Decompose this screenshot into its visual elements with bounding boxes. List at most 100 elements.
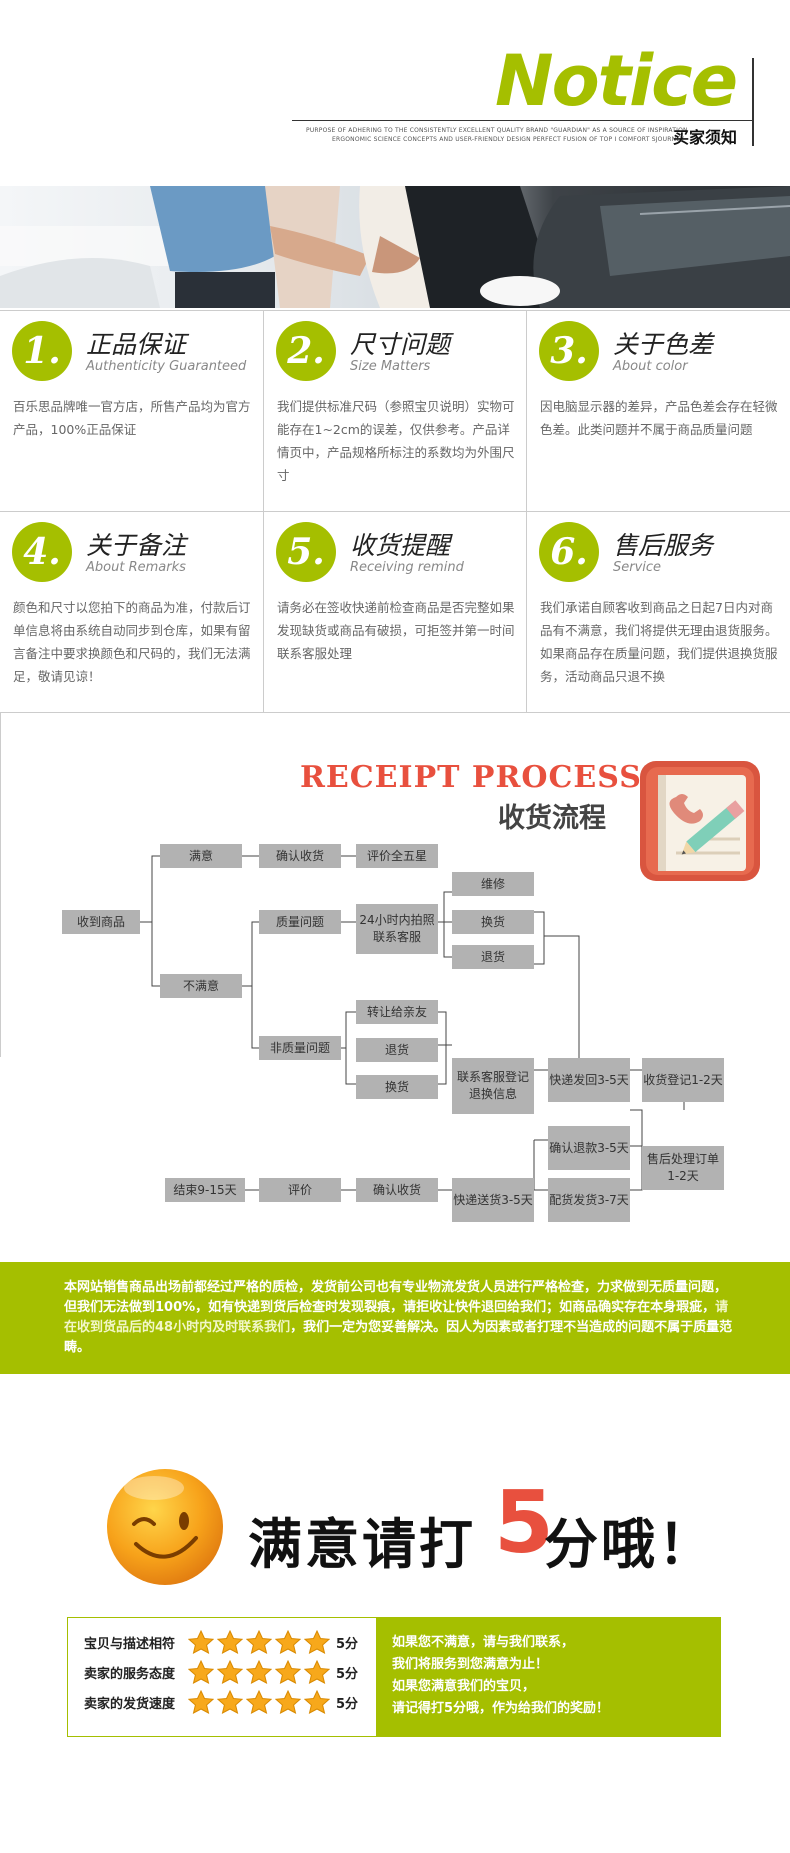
star-group [188,1630,330,1654]
number-badge: 1. [12,321,72,381]
rating-score: 5分 [336,1666,359,1682]
notice-item-color: 3. 关于色差 About color 因电脑显示器的差异，产品色差会存在轻微色… [527,311,789,511]
grid-line [0,712,1,1057]
star-icon [246,1690,272,1714]
number-badge: 6. [539,522,599,582]
star-icon [217,1630,243,1654]
star-group [188,1690,330,1714]
rating-message-line: 如果您不满意，请与我们联系， [392,1635,575,1650]
quality-notice-part2: ，我们一定为您妥善解决。因人为因素或者打理不当造成的问题不属于质量范畴。 [64,1320,733,1355]
notice-item-remarks: 4. 关于备注 About Remarks 颜色和尺寸以您拍下的商品为准，付款后… [0,512,262,712]
rating-label: 卖家的发货速度 [84,1696,176,1712]
notice-item-service: 6. 售后服务 Service 我们承诺自顾客收到商品之日起7日内对商品有不满意… [527,512,789,712]
flow-box-exchange: 换货 [452,910,534,934]
notice-item-receiving: 5. 收货提醒 Receiving remind 请务必在签收快递前检查商品是否… [264,512,526,712]
notice-item-authenticity: 1. 正品保证 Authenticity Guaranteed 百乐思品牌唯一官… [0,311,262,511]
notice-subtitle: Receiving remind [350,560,464,575]
flow-box-repair: 维修 [452,872,534,896]
rating-message-line: 如果您满意我们的宝贝， [392,1679,536,1694]
header-subtitle-1: PURPOSE OF ADHERING TO THE CONSISTENTLY … [306,127,688,134]
header-cn-title: 买家须知 [673,128,738,147]
rating-slogan-number: 5 [494,1473,554,1573]
notice-title: 售后服务 [613,531,714,560]
rating-message-line: 我们将服务到您满意为止！ [392,1657,549,1672]
notice-title: 正品保证 [86,330,187,359]
rating-label: 宝贝与描述相符 [84,1636,176,1652]
flow-box-contact: 联系客服登记退换信息 [452,1058,534,1114]
rating-row-description: 宝贝与描述相符 5分 [84,1630,358,1654]
star-icon [188,1690,214,1714]
flow-box-quality: 质量问题 [259,910,341,934]
flow-box-express-back: 快递发回3-5天 [548,1058,630,1102]
rating-row-shipping: 卖家的发货速度 5分 [84,1690,358,1714]
flow-box-exchange: 换货 [356,1075,438,1099]
flow-box-unsatisfied: 不满意 [160,974,242,998]
rating-message-line: 请记得打5分哦，作为给我们的奖励！ [392,1701,610,1716]
quality-notice-highlight: 请在收到货品后的48小时内及时联系我们 [64,1300,729,1335]
notice-body: 颜色和尺寸以您拍下的商品为准，付款后订单信息将由系统自动同步到仓库，如果有留言备… [13,600,251,684]
rating-slogan-a: 满意请打 [248,1513,476,1576]
flow-box-gift: 转让给亲友 [356,1000,438,1024]
number-badge: 2. [276,321,336,381]
flow-box-review: 评价 [259,1178,341,1202]
notice-body: 百乐思品牌唯一官方店，所售产品均为官方产品，100%正品保证 [13,399,251,437]
header-subtitle-2: ERGONOMIC SCIENCE CONCEPTS AND USER-FRIE… [332,136,685,143]
star-icon [275,1690,301,1714]
star-icon [217,1690,243,1714]
star-icon [217,1660,243,1684]
flow-box-nonquality: 非质量问题 [259,1036,341,1060]
rating-message: 如果您不满意，请与我们联系， 我们将服务到您满意为止！ 如果您满意我们的宝贝， … [392,1632,609,1720]
flow-box-aftersale: 售后处理订单1-2天 [642,1146,724,1190]
star-icon [304,1630,330,1654]
flow-box-register: 收货登记1-2天 [642,1058,724,1102]
rating-panel: 宝贝与描述相符 5分 卖家的服务态度 5分 卖家的发货速度 5分 如果您不满意，… [67,1617,721,1737]
grid-line [0,310,790,311]
notice-title: 尺寸问题 [350,330,451,359]
star-icon [275,1630,301,1654]
wink-smiley-icon [107,1469,223,1585]
number-badge: 4. [12,522,72,582]
star-icon [275,1660,301,1684]
rating-row-service: 卖家的服务态度 5分 [84,1660,358,1684]
star-icon [188,1630,214,1654]
flow-box-ship: 配货发货3-7天 [548,1178,630,1222]
notice-subtitle: Authenticity Guaranteed [86,359,247,374]
star-icon [304,1690,330,1714]
number-badge: 5. [276,522,336,582]
notice-body: 请务必在签收快递前检查商品是否完整如果发现缺货或商品有破损，可拒签并第一时间联系… [277,600,515,661]
flow-box-five-star: 评价全五星 [356,844,438,868]
receipt-title-cn: 收货流程 [498,803,606,834]
grid-line [263,310,264,712]
notice-title: 关于备注 [86,531,187,560]
notice-title: 收货提醒 [350,531,451,560]
star-icon [246,1630,272,1654]
flow-box-return: 退货 [356,1038,438,1062]
grid-line [0,511,790,512]
flow-box-photo: 24小时内拍照联系客服 [356,904,438,954]
grid-line [0,712,790,713]
handshake-illustration [0,186,790,308]
flow-box-express-send: 快递送货3-5天 [452,1178,534,1222]
rating-score: 5分 [336,1636,359,1652]
notice-title: 关于色差 [613,330,714,359]
flow-box-confirm: 确认收货 [259,844,341,868]
star-group [188,1660,330,1684]
star-icon [304,1660,330,1684]
notice-item-size: 2. 尺寸问题 Size Matters 我们提供标准尺码（参照宝贝说明）实物可… [264,311,526,511]
flow-box-receive: 收到商品 [62,910,140,934]
notice-body: 我们提供标准尺码（参照宝贝说明）实物可能存在1~2cm的误差，仅供参考。产品详情… [277,399,515,483]
star-icon [188,1660,214,1684]
notice-subtitle: About Remarks [86,560,186,575]
rating-label: 卖家的服务态度 [84,1666,176,1682]
quality-notice-part1: 本网站销售商品出场前都经过严格的质检，发货前公司也有专业物流发货人员进行严格检查… [64,1280,728,1315]
star-icon [246,1660,272,1684]
header-vertical-rule [752,58,754,146]
notice-subtitle: About color [613,359,688,374]
number-badge: 3. [539,321,599,381]
header-rule [292,120,752,121]
hero-handshake-banner [0,186,790,308]
flow-box-refund: 确认退款3-5天 [548,1126,630,1170]
quality-notice-text: 本网站销售商品出场前都经过严格的质检，发货前公司也有专业物流发货人员进行严格检查… [64,1278,734,1358]
flow-box-confirm: 确认收货 [356,1178,438,1202]
notice-subtitle: Size Matters [350,359,431,374]
